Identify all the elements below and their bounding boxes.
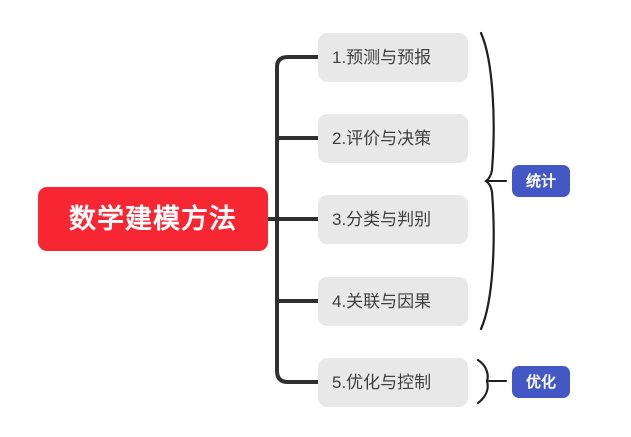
group-tag-statistics[interactable]: 统计 bbox=[512, 165, 570, 197]
branch-node-4[interactable]: 4.关联与因果 bbox=[318, 277, 468, 326]
group-tag-optimization[interactable]: 优化 bbox=[512, 366, 570, 398]
root-node-label: 数学建模方法 bbox=[69, 203, 237, 234]
group-tag-label: 优化 bbox=[525, 373, 556, 391]
branch-node-2[interactable]: 2.评价与决策 bbox=[318, 114, 468, 163]
branch-node-label: 2.评价与决策 bbox=[332, 129, 432, 148]
group-brace-optimization bbox=[476, 358, 489, 405]
root-node[interactable]: 数学建模方法 bbox=[38, 187, 268, 251]
branch-node-3[interactable]: 3.分类与判别 bbox=[318, 195, 468, 244]
branch-node-label: 3.分类与判别 bbox=[332, 210, 432, 229]
group-brace-statistics bbox=[479, 31, 495, 331]
branch-node-5[interactable]: 5.优化与控制 bbox=[318, 358, 468, 407]
branch-node-label: 1.预测与预报 bbox=[332, 48, 432, 67]
branch-node-1[interactable]: 1.预测与预报 bbox=[318, 33, 468, 82]
group-tag-label: 统计 bbox=[525, 172, 556, 190]
branch-node-label: 5.优化与控制 bbox=[332, 373, 432, 392]
branch-node-label: 4.关联与因果 bbox=[332, 292, 432, 311]
tree-trunk-line bbox=[266, 55, 320, 384]
